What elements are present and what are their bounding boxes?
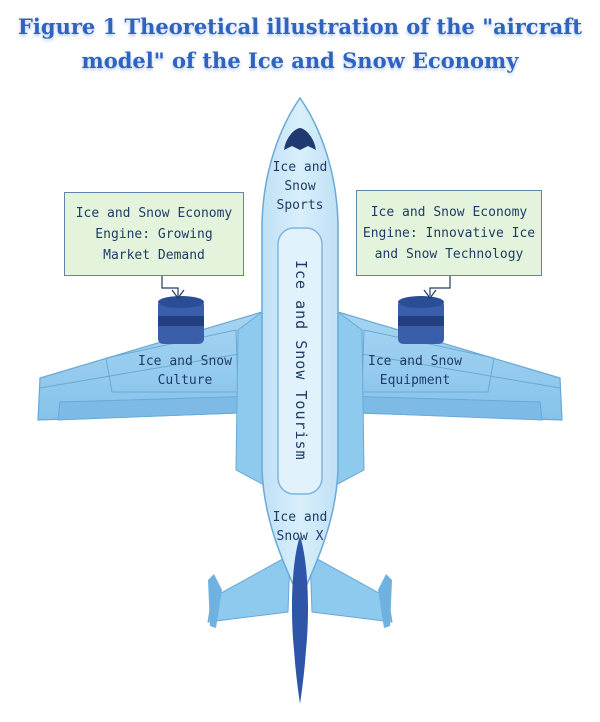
right-wing-label: Ice and Snow Equipment <box>350 352 480 390</box>
left-tail-stabilizer <box>207 554 291 623</box>
left-tail-tip <box>208 574 222 628</box>
left-wing-label-line-2: Culture <box>157 373 213 388</box>
left-engine-callout-line-2: Engine: Growing <box>95 226 213 242</box>
right-wing-label-line-2: Equipment <box>379 373 451 388</box>
right-wing-line <box>337 349 561 389</box>
left-callout-arrowhead <box>171 289 185 299</box>
figure-title: Figure 1 Theoretical illustration of the… <box>0 10 600 78</box>
nose-label-line-2: Snow <box>284 179 316 194</box>
vertical-tail-fin <box>292 536 308 704</box>
left-engine-callout-line-1: Ice and Snow Economy <box>75 205 233 221</box>
tail-label-line-2: Snow X <box>276 529 324 544</box>
left-callout-arrow <box>161 276 179 296</box>
right-engine-callout: Ice and Snow Economy Engine: Innovative … <box>356 190 542 276</box>
nose-label: Ice and Snow Sports <box>260 158 340 215</box>
cockpit-window-panes <box>284 128 316 150</box>
fuselage-label: Ice and Snow Tourism <box>292 259 310 461</box>
left-engine-callout-line-3: Market Demand <box>103 247 205 263</box>
fuselage-label-wrap: Ice and Snow Tourism <box>277 245 325 475</box>
left-wing-line <box>39 349 263 389</box>
fuselage-cabin-panel <box>277 227 323 495</box>
figure-title-line-2: model" of the Ice and Snow Economy <box>81 48 519 73</box>
right-tail-stabilizer <box>309 554 393 623</box>
left-engine-callout: Ice and Snow Economy Engine: Growing Mar… <box>64 192 244 276</box>
left-wing-label-line-1: Ice and Snow <box>138 354 232 369</box>
right-engine-callout-line-2: Engine: Innovative Ice <box>362 225 536 241</box>
right-engine-callout-line-3: and Snow Technology <box>374 246 524 262</box>
left-wing-label: Ice and Snow Culture <box>120 352 250 390</box>
right-engine-callout-line-1: Ice and Snow Economy <box>370 204 528 220</box>
right-engine <box>398 296 444 344</box>
nose-label-line-3: Sports <box>276 198 324 213</box>
right-wing-label-line-1: Ice and Snow <box>368 354 462 369</box>
right-callout-arrowhead <box>423 289 437 299</box>
tail-label-line-1: Ice and <box>272 510 328 525</box>
nose-label-line-1: Ice and <box>272 160 328 175</box>
figure-title-line-1: Figure 1 Theoretical illustration of the… <box>18 14 582 39</box>
right-callout-arrow <box>429 276 451 296</box>
right-tail-tip <box>378 574 392 628</box>
left-engine <box>158 296 204 344</box>
tail-label: Ice and Snow X <box>262 508 338 546</box>
